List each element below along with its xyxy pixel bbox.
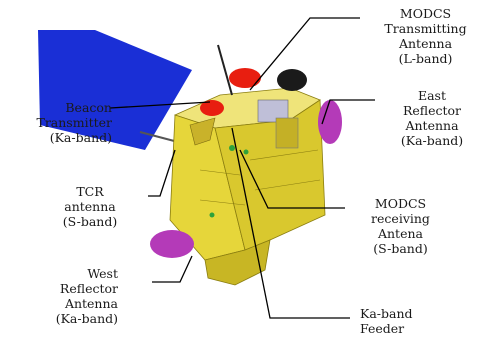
- leader-tcr: [148, 150, 175, 196]
- antenna-mast: [218, 45, 232, 95]
- black-antenna: [277, 69, 307, 91]
- label-east-reflector: East Reflector Antenna (Ka-band): [382, 88, 482, 148]
- leader-west-reflector: [152, 256, 192, 282]
- body-panel-detail-2: [276, 118, 298, 148]
- label-tcr-antenna: TCR antenna (S-band): [40, 184, 140, 229]
- modcs-tx-antenna-dish: [229, 68, 261, 88]
- label-beacon-transmitter: Beacon Transmitter (Ka-band): [8, 100, 112, 145]
- label-ka-band-feeder: Ka-band Feeder: [360, 306, 450, 336]
- east-reflector-dish: [318, 100, 342, 144]
- label-modcs-rx-antenna: MODCS receiving Antena (S-band): [348, 196, 453, 256]
- label-modcs-tx-antenna: MODCS Transmitting Antenna (L-band): [368, 6, 483, 66]
- west-reflector-dish: [150, 230, 194, 258]
- label-west-reflector: West Reflector Antenna (Ka-band): [20, 266, 118, 326]
